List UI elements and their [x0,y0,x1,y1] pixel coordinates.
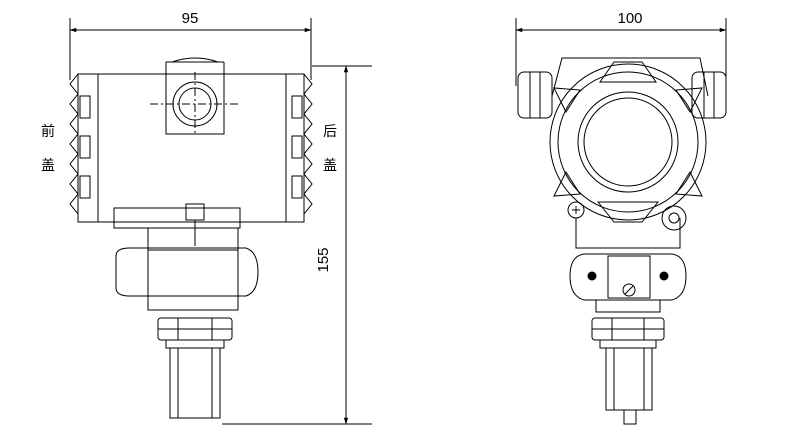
front-neck [575,218,681,249]
rear-cover-label-1: 后 [323,124,337,140]
dimension-height-label: 155 [315,247,332,272]
process-hex-nut [157,317,233,349]
front-housing-top [551,57,709,97]
front-cover-thread [69,73,91,215]
cover-lock-screw [661,205,687,231]
rear-cover-label-2: 盖 [323,158,337,174]
front-cover-label-2: 盖 [41,158,55,174]
sensor-stem [169,347,221,419]
housing-body [77,73,305,223]
ground-terminal [567,201,585,219]
sensor-module [115,247,259,311]
dimension-side-width [69,18,312,80]
front-cover [549,61,707,223]
front-hex-nut [591,317,665,349]
front-sensor-module [569,253,687,313]
dimension-front-width-label: 100 [617,10,642,27]
dimension-front-width [515,18,727,86]
front-view: 100 [515,10,727,425]
front-sensor-stem [605,347,653,425]
cable-entry-boss [150,57,240,136]
housing-neck [113,203,241,251]
dimension-side-width-label: 95 [182,10,199,27]
rear-cover-thread [291,73,313,215]
dimension-height [222,65,372,425]
left-cable-gland [517,71,553,119]
side-view: 95 [69,10,372,425]
right-cable-gland [691,71,727,119]
front-cover-label-1: 前 [41,123,55,140]
